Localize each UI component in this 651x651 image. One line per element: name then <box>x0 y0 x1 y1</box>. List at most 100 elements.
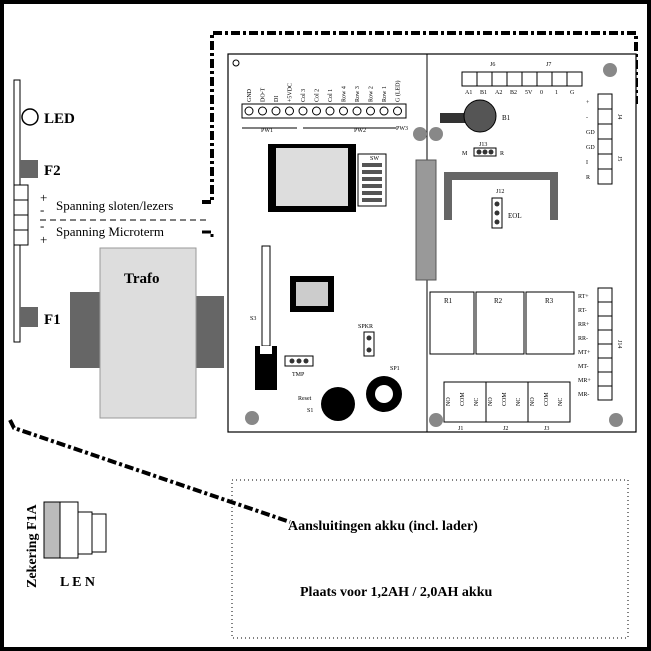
terminal-screw <box>325 106 335 116</box>
led-label: LED <box>44 111 75 127</box>
relay-terminal-label: NO <box>446 397 452 406</box>
reset-button <box>321 387 355 421</box>
terminal-screw <box>258 106 267 116</box>
battery-b1 <box>463 99 497 133</box>
mount-hole <box>429 127 443 141</box>
terminal-label: +5VDC <box>288 83 294 102</box>
wire-akku <box>8 419 291 524</box>
terminal-label: Row 3 <box>355 86 361 102</box>
j6-pin-label: 5V <box>525 90 533 96</box>
spanning-microterm-label: Spanning Microterm <box>56 224 164 239</box>
terminal-label: Row 4 <box>342 86 348 102</box>
j6-label: J6 <box>490 62 495 68</box>
j6-pin-label: B1 <box>480 90 487 96</box>
sw-label: SW <box>370 156 379 162</box>
terminal-screw <box>298 106 308 116</box>
j14-pin-label: MT- <box>578 364 588 370</box>
j4-label: J4 <box>616 114 622 119</box>
terminal-label: Col 3 <box>301 89 307 102</box>
j14-pin-label: RR- <box>578 336 588 342</box>
transformer <box>70 247 224 419</box>
eol-label: EOL <box>508 212 522 220</box>
relay-terminal-label: NO <box>488 397 494 406</box>
f2-label: F2 <box>44 163 61 179</box>
j7-label: J7 <box>546 62 551 68</box>
spkr-label: SPKR <box>358 324 373 330</box>
plus-bottom-label: + <box>40 232 47 247</box>
relay-terminal-label: NC <box>516 398 522 406</box>
relay-terminal-label: COM <box>544 392 550 406</box>
led-indicator <box>21 108 39 126</box>
fuse-holder <box>43 501 107 559</box>
j14-label: J14 <box>616 340 622 348</box>
tmp-label: TMP <box>292 372 305 378</box>
relay-terminal-label: NC <box>558 398 564 406</box>
pw3-label: PW3 <box>396 126 408 132</box>
terminal-label: Col 2 <box>315 89 321 102</box>
terminal-label: DI <box>274 96 280 102</box>
j14-pin-label: RT- <box>578 308 587 314</box>
relay-r1-label: R1 <box>444 297 453 305</box>
relay-r2 <box>475 291 525 355</box>
relay-r2-label: R2 <box>494 297 503 305</box>
relay-r1 <box>429 291 475 355</box>
mount-hole <box>609 413 623 427</box>
akku-plaats-label: Plaats voor 1,2AH / 2,0AH akku <box>300 585 492 600</box>
pw2-label: PW2 <box>354 128 366 134</box>
s3-label: S3 <box>250 316 256 322</box>
relay-terminal-label: NC <box>474 398 480 406</box>
relay-r3 <box>525 291 575 355</box>
j2-label: J2 <box>503 426 508 432</box>
switch-s3 <box>255 346 277 390</box>
j4-pin-label: I <box>586 160 588 166</box>
j14-pin-label: MT+ <box>578 350 591 356</box>
terminal-label: Row 2 <box>369 86 375 102</box>
sp1-label: SP1 <box>390 366 400 372</box>
capacitor-bar <box>415 159 437 281</box>
b1-label: B1 <box>502 114 511 122</box>
j4-pin-label: + <box>586 100 590 106</box>
minus-top-label: - <box>40 202 44 217</box>
terminal-label: Row 1 <box>382 86 388 102</box>
terminal-screw <box>244 106 254 116</box>
plus-top-label: + <box>40 190 47 205</box>
mount-hole <box>413 127 427 141</box>
j6-pin-label: B2 <box>510 90 517 96</box>
j4-pin-label: GD <box>586 130 595 136</box>
spanning-sloten-label: Spanning sloten/lezers <box>56 198 173 213</box>
terminal-screw <box>312 106 321 116</box>
j5-label: J5 <box>616 156 622 161</box>
control-board <box>227 53 637 433</box>
j4-pin-label: GD <box>586 145 595 151</box>
j14-pin-label: RR+ <box>578 322 590 328</box>
j4-pin-label: R <box>586 175 590 181</box>
relay-r3-label: R3 <box>545 297 554 305</box>
terminal-screw <box>379 106 389 116</box>
len-label: L E N <box>60 575 95 590</box>
j12-label: J12 <box>496 189 504 195</box>
akku-aansluiting-label: Aansluitingen akku (incl. lader) <box>288 519 478 534</box>
j6-pin-label: A1 <box>465 90 472 96</box>
terminal-screw <box>339 106 348 116</box>
trafo-label: Trafo <box>124 271 160 287</box>
relay-terminal-label: COM <box>460 392 466 406</box>
j14-pin-label: RT+ <box>578 294 589 300</box>
j13-r-label: R <box>500 151 504 157</box>
relay-terminal-label: NO <box>530 397 536 406</box>
terminal-screw <box>285 106 294 116</box>
left-terminal-strip <box>13 79 39 343</box>
terminal-screw <box>352 106 362 116</box>
terminal-label: Col 1 <box>328 89 334 102</box>
terminal-label: G (LED) <box>395 81 402 103</box>
j3-label: J3 <box>544 426 549 432</box>
f1-label: F1 <box>44 312 61 328</box>
pw1-label: PW1 <box>261 128 273 134</box>
minus-bottom-label: - <box>40 218 44 233</box>
zekering-label: Zekering F1A <box>25 504 40 588</box>
mount-hole <box>245 411 259 425</box>
j4-pin-label: - <box>586 115 588 121</box>
mount-hole <box>429 413 443 427</box>
terminal-screw <box>393 106 402 116</box>
j6-pin-label: 0 <box>540 90 543 96</box>
